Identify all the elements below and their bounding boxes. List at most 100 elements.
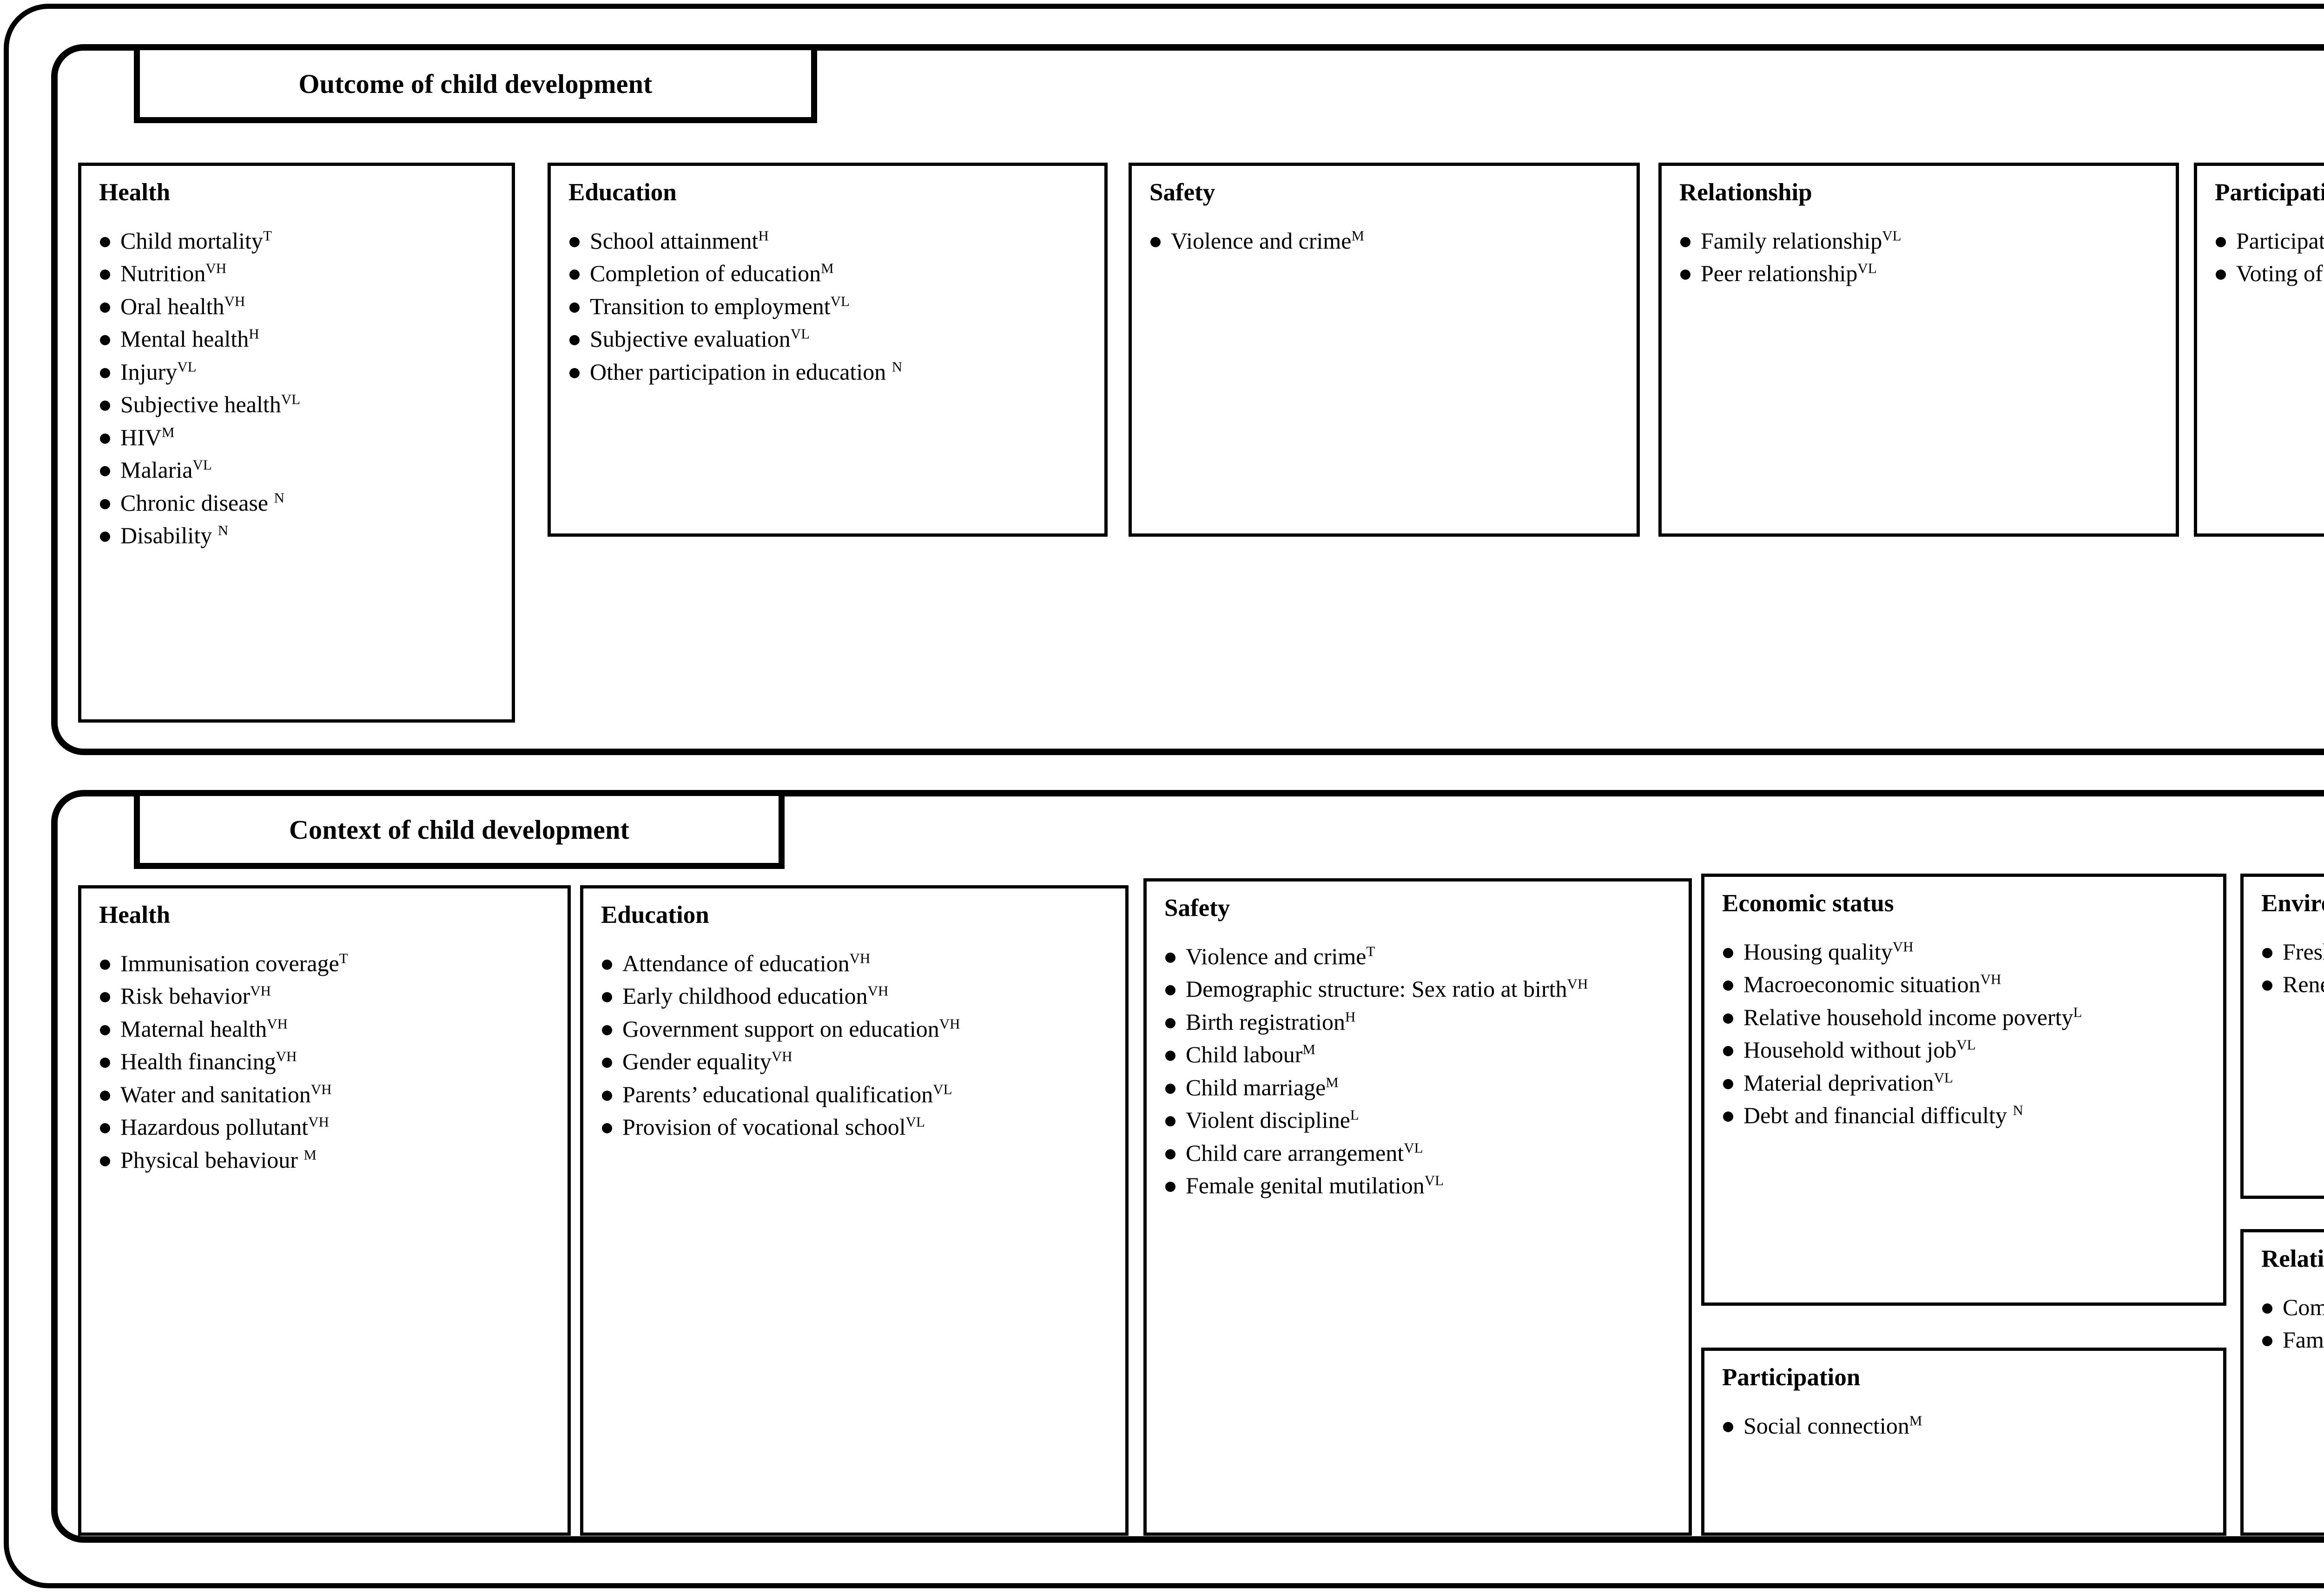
indicator-label: Nutrition xyxy=(120,260,206,287)
indicator-availability-code: VL xyxy=(1934,1069,1953,1085)
bullet-icon xyxy=(1165,952,1175,963)
indicator-item: Violence and crimeT xyxy=(1164,943,1676,970)
indicator-label: Violence and crime xyxy=(1186,943,1367,969)
indicator-availability-code: VL xyxy=(905,1113,925,1130)
indicator-item: Macroeconomic situationVH xyxy=(1722,971,2210,998)
indicator-item: Violent disciplineL xyxy=(1164,1106,1676,1134)
bullet-icon xyxy=(100,302,110,313)
indicator-label: Parents’ educational qualification xyxy=(622,1081,933,1107)
indicator-label: Community relationship xyxy=(2283,1294,2324,1320)
indicator-availability-code: VH xyxy=(1892,938,1914,954)
bullet-icon xyxy=(602,959,612,970)
indicator-item: Participation in community activityVL xyxy=(2215,227,2324,255)
bullet-icon xyxy=(1723,1013,1733,1024)
category-title: Health xyxy=(99,179,171,206)
indicator-label: Violent discipline xyxy=(1186,1107,1350,1133)
category-box-context-environmental-aspects: Environmental aspects Fresh water vulner… xyxy=(2240,874,2324,1199)
category-title: Relationship xyxy=(2261,1245,2324,1272)
indicator-item: Oral healthVH xyxy=(99,293,499,320)
indicator-label: Participation in community activity xyxy=(2236,227,2324,254)
indicator-list: Community relationshipM Family relationsh… xyxy=(2261,1294,2324,1354)
indicator-list: Participation in community activityVL Vot… xyxy=(2215,227,2324,287)
indicator-item: Family relationshipVL xyxy=(1679,227,2163,255)
indicator-availability-code: VH xyxy=(771,1048,792,1065)
bullet-icon xyxy=(100,959,110,970)
indicator-label: Malaria xyxy=(120,457,193,483)
indicator-availability-code: T xyxy=(263,227,272,243)
indicator-item: Subjective evaluationVL xyxy=(568,325,1091,353)
indicator-availability-code: VH xyxy=(276,1048,297,1065)
indicator-list: Family relationshipVL Peer relationshipVL xyxy=(1679,227,2163,287)
indicator-availability-code: VH xyxy=(308,1113,329,1130)
bullet-icon xyxy=(569,237,580,247)
bullet-icon xyxy=(100,466,110,477)
indicator-availability-code: VL xyxy=(1424,1172,1444,1189)
indicator-label: Household without job xyxy=(1743,1037,1957,1063)
bullet-icon xyxy=(1723,980,1733,991)
bullet-icon xyxy=(100,270,110,280)
indicator-label: School attainment xyxy=(590,227,759,254)
category-title: Safety xyxy=(1164,895,1230,921)
bullet-icon xyxy=(1723,1112,1733,1122)
indicator-label: Gender equality xyxy=(622,1048,772,1075)
indicator-item: Voting of presidential electionsVL xyxy=(2215,260,2324,287)
indicator-availability-code: N xyxy=(891,358,903,375)
indicator-label: Subjective health xyxy=(120,391,281,418)
indicator-item: MalariaVL xyxy=(99,456,499,484)
indicator-availability-code: M xyxy=(1302,1041,1315,1058)
bullet-icon xyxy=(602,1058,612,1068)
indicator-availability-code: VH xyxy=(1980,971,2001,987)
category-box-context-participation: Participation Social connectionM xyxy=(1701,1348,2226,1536)
indicator-label: Subjective evaluation xyxy=(590,326,791,352)
category-title: Education xyxy=(568,179,677,206)
indicator-availability-code: H xyxy=(249,325,259,342)
indicator-item: Peer relationshipVL xyxy=(1679,260,2163,287)
category-box-context-relationship: Relationship Community relationshipM Fami… xyxy=(2240,1229,2324,1536)
indicator-item: InjuryVL xyxy=(99,358,499,386)
indicator-availability-code: VL xyxy=(177,358,197,375)
bullet-icon xyxy=(1165,1018,1175,1028)
indicator-item: HIVM xyxy=(99,424,499,451)
bullet-icon xyxy=(2262,947,2272,958)
category-title: Participation xyxy=(1722,1364,1861,1391)
indicator-item: Household without jobVL xyxy=(1722,1036,2210,1064)
indicator-availability-code: VL xyxy=(281,391,301,408)
indicator-availability-code: N xyxy=(218,522,229,539)
indicator-label: Attendance of education xyxy=(622,950,850,976)
indicator-availability-code: VH xyxy=(939,1015,960,1032)
indicator-availability-code: M xyxy=(161,423,175,440)
indicator-availability-code: VH xyxy=(224,292,245,309)
indicator-label: Child labour xyxy=(1186,1041,1303,1068)
indicator-availability-code: N xyxy=(274,489,284,506)
indicator-availability-code: VH xyxy=(267,1015,288,1032)
indicator-availability-code: VH xyxy=(1567,975,1588,992)
indicator-label: Birth registration xyxy=(1186,1008,1345,1035)
indicator-item: Violence and crimeM xyxy=(1149,227,1624,255)
bullet-icon xyxy=(1150,237,1161,247)
bullet-icon xyxy=(602,992,612,1003)
indicator-label: Child mortality xyxy=(120,227,263,254)
indicator-label: Family relationship xyxy=(2283,1327,2324,1353)
category-title: Environmental aspects xyxy=(2261,890,2324,917)
indicator-list: Violence and crimeM xyxy=(1149,227,1624,255)
indicator-label: Peer relationship xyxy=(1701,260,1858,287)
indicator-availability-code: VH xyxy=(205,260,227,276)
bullet-icon xyxy=(1165,1182,1175,1192)
indicator-availability-code: M xyxy=(821,260,834,276)
indicator-item: Gender equalityVH xyxy=(601,1048,1112,1075)
indicator-item: Community relationshipM xyxy=(2261,1294,2324,1321)
indicator-availability-code: VL xyxy=(1956,1036,1976,1053)
section-title-outcome: Outcome of child development xyxy=(134,44,817,123)
indicator-label: Debt and financial difficulty xyxy=(1743,1102,2013,1129)
indicator-item: Child labourM xyxy=(1164,1041,1676,1068)
category-title: Safety xyxy=(1149,179,1215,206)
indicator-item: Housing qualityVH xyxy=(1722,938,2210,966)
bullet-icon xyxy=(100,1123,110,1134)
bullet-icon xyxy=(100,1025,110,1035)
bullet-icon xyxy=(1165,985,1175,996)
indicator-availability-code: L xyxy=(1350,1106,1359,1123)
indicator-item: Other participation in education N xyxy=(568,358,1091,386)
indicator-label: Social connection xyxy=(1743,1412,1909,1439)
indicator-availability-code: VH xyxy=(310,1080,332,1097)
indicator-item: Birth registrationH xyxy=(1164,1008,1676,1036)
